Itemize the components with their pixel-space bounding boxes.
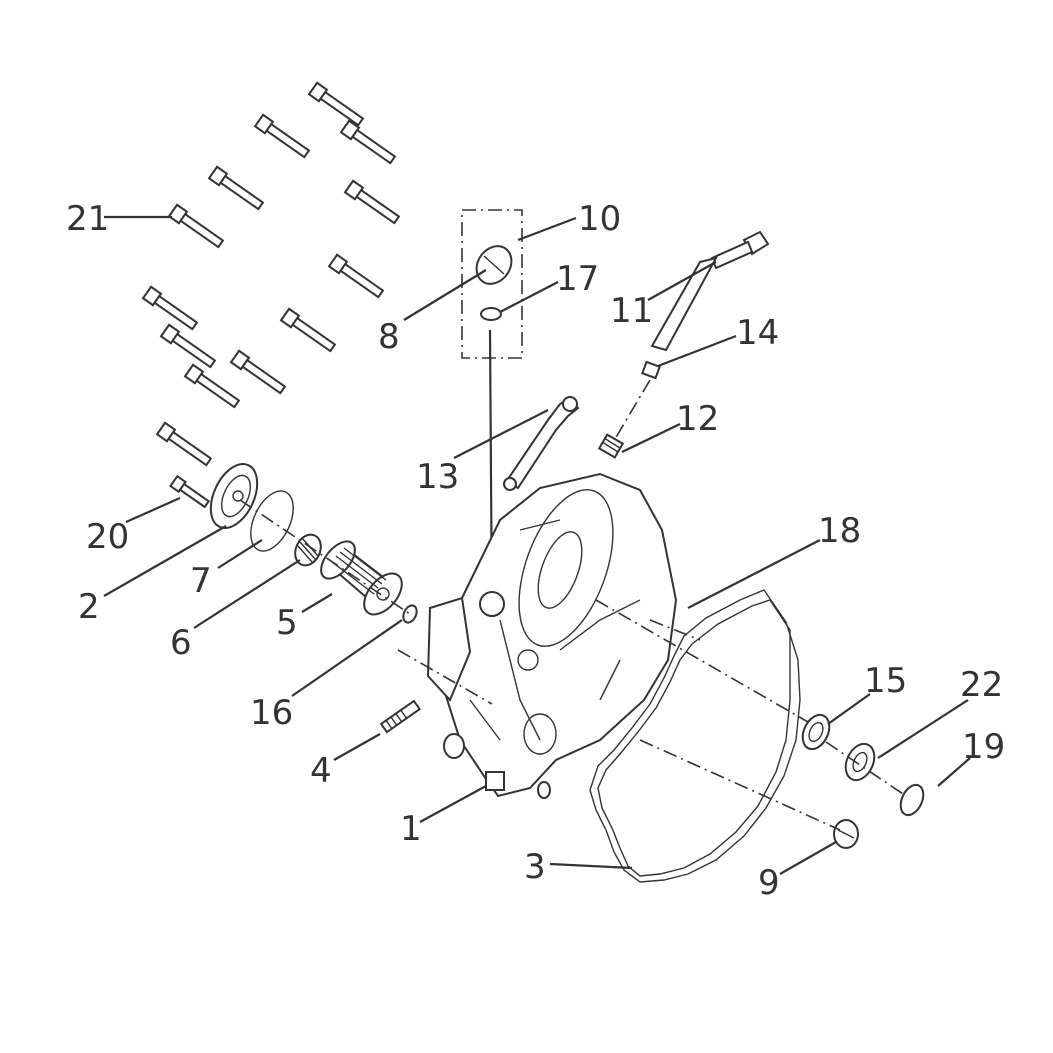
bolt — [159, 323, 217, 369]
callout-label: 22 — [960, 665, 1003, 705]
callout-label: 21 — [66, 199, 109, 239]
plug — [833, 819, 859, 849]
oil-seal — [844, 742, 876, 782]
callout-label: 13 — [416, 457, 459, 497]
callout-label: 16 — [250, 693, 293, 733]
callout-label: 7 — [190, 561, 212, 601]
bolt — [279, 307, 337, 353]
assembly-axis — [397, 649, 493, 705]
callout-label: 12 — [676, 399, 719, 439]
oil-filter-element — [320, 540, 403, 616]
bolt — [253, 113, 311, 159]
bolt — [339, 119, 397, 165]
assembly-axis — [639, 739, 841, 831]
callout-label: 6 — [170, 623, 192, 663]
bearing — [801, 713, 831, 751]
assembly-axis — [239, 499, 411, 615]
dowel-stud — [379, 699, 422, 734]
callout-label: 11 — [610, 291, 653, 331]
callout-label: 15 — [864, 661, 907, 701]
callout-label: 17 — [556, 259, 599, 299]
crankcase-cover — [426, 472, 678, 799]
bracket — [503, 396, 580, 491]
oil-filter-cover — [209, 463, 259, 529]
bolt — [167, 203, 225, 249]
callout-labels: 1 2 3 4 5 6 7 8 9 10 11 12 13 14 15 16 1… — [66, 199, 1005, 903]
callout-label: 1 — [400, 809, 422, 849]
bolt — [229, 349, 287, 395]
callout-label: 8 — [378, 317, 400, 357]
bolt-set — [141, 81, 401, 509]
spring — [294, 533, 322, 567]
callout-label: 19 — [962, 727, 1005, 767]
clutch-lever — [597, 230, 770, 459]
callout-label: 18 — [818, 511, 861, 551]
bolt — [327, 253, 385, 299]
bolt — [169, 474, 211, 509]
bolt — [343, 179, 401, 225]
o-ring — [250, 490, 294, 552]
callout-label: 3 — [524, 847, 546, 887]
assembly-axis — [649, 619, 701, 641]
bolt — [155, 421, 213, 467]
callout-label: 10 — [578, 199, 621, 239]
circlip — [899, 783, 925, 817]
callout-label: 20 — [86, 517, 129, 557]
bolt — [307, 81, 365, 127]
callout-label: 9 — [758, 863, 780, 903]
bolt — [207, 165, 265, 211]
callout-label: 5 — [276, 603, 298, 643]
seal-washer — [402, 604, 418, 624]
bolt — [141, 285, 199, 331]
bolt — [183, 363, 241, 409]
callout-label: 4 — [310, 751, 332, 791]
callout-label: 14 — [736, 313, 779, 353]
leader-lines — [103, 215, 971, 875]
callout-label: 2 — [78, 587, 100, 627]
spring — [597, 433, 625, 459]
assembly-axis — [825, 741, 907, 797]
